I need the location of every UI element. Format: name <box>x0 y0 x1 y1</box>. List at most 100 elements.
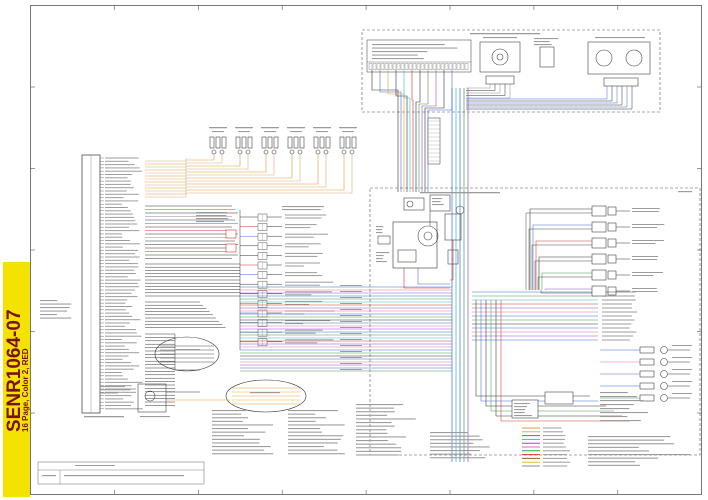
lamp <box>660 358 668 366</box>
label-text-mark <box>212 417 249 419</box>
label-text-mark <box>288 417 327 419</box>
label-text-mark <box>588 446 639 448</box>
wire <box>466 86 613 102</box>
engine-sensor <box>540 285 658 297</box>
label-text-mark <box>209 127 227 129</box>
indicator-lamp <box>600 345 692 354</box>
label-text-mark <box>105 362 132 364</box>
label-text-mark <box>105 401 134 403</box>
wire <box>534 260 592 290</box>
label-text-mark <box>340 351 362 352</box>
gauge-pair-device <box>587 41 651 75</box>
label-text-mark <box>678 191 692 193</box>
connector-pin <box>444 63 449 70</box>
label-text-mark <box>376 255 384 257</box>
label-text-mark <box>105 200 139 202</box>
wire <box>411 70 414 192</box>
label-text-mark <box>105 256 140 258</box>
drawing-notes <box>212 404 691 466</box>
label-text-mark <box>40 310 68 312</box>
wire <box>186 154 267 173</box>
connector-pin <box>452 63 457 70</box>
solenoid-pin <box>299 136 305 149</box>
label-text-mark <box>105 312 130 314</box>
label-text-mark <box>285 320 331 322</box>
wire <box>535 240 592 290</box>
label-text-mark <box>543 442 564 444</box>
label-text-mark <box>64 475 184 477</box>
label-text-mark <box>588 439 665 441</box>
label-text-mark <box>105 368 134 370</box>
pressure-sensor <box>392 221 438 269</box>
label-text-mark <box>340 345 362 346</box>
sensor-port <box>455 205 465 215</box>
label-text-mark <box>105 263 138 265</box>
label-text-mark <box>212 131 224 133</box>
label-text-mark <box>176 349 200 351</box>
label-text-mark <box>288 446 324 448</box>
callout-ellipse <box>225 379 307 413</box>
label-text-mark <box>534 38 559 40</box>
sensor-port <box>406 200 414 208</box>
label-text-mark <box>105 286 139 288</box>
label-text-mark <box>514 415 533 417</box>
label-text-mark <box>105 345 125 347</box>
label-text-mark <box>372 44 445 46</box>
wire <box>379 70 402 192</box>
label-text-mark <box>285 323 304 325</box>
solenoid-pin <box>209 136 215 149</box>
label-text-mark <box>285 233 329 235</box>
label-text-mark <box>376 261 387 263</box>
label-text-mark <box>340 285 362 286</box>
callout-ellipse <box>154 336 220 372</box>
wire <box>490 300 614 412</box>
connector-pin <box>372 63 377 70</box>
wire <box>415 70 421 192</box>
connector-pin <box>368 63 373 70</box>
wire <box>541 272 592 290</box>
label-text-mark <box>105 335 142 337</box>
label-text-mark <box>196 221 224 223</box>
label-text-mark <box>376 226 384 228</box>
label-text-mark <box>600 416 628 418</box>
label-text-mark <box>600 420 641 422</box>
label-text-mark <box>288 453 345 455</box>
lamp <box>660 346 668 354</box>
label-text-mark <box>588 454 691 456</box>
label-text-mark <box>282 209 321 211</box>
wire <box>538 256 592 290</box>
label-text-mark <box>105 279 141 281</box>
engine-sensor <box>528 221 665 290</box>
label-text-mark <box>632 240 665 241</box>
label-text-mark <box>602 295 635 297</box>
label-text-mark <box>430 457 486 459</box>
label-text-mark <box>356 404 404 406</box>
connector-pin <box>432 63 437 70</box>
wire <box>418 70 429 192</box>
label-text-mark <box>140 416 170 418</box>
injector-solenoid <box>186 127 305 182</box>
label-text-mark <box>105 332 137 334</box>
wire <box>540 290 592 294</box>
label-text-mark <box>105 253 136 255</box>
label-text-mark <box>288 410 338 412</box>
label-text-mark <box>288 442 338 444</box>
label-text-mark <box>105 164 135 166</box>
label-text-mark <box>105 405 132 406</box>
label-text-mark <box>600 396 637 398</box>
label-text-mark <box>105 183 131 185</box>
wire <box>186 154 319 185</box>
sensor-body <box>403 197 425 211</box>
document-sidebar: SENR1064-07 16 Page, Color 2, RED <box>3 262 30 497</box>
label-text-mark <box>376 229 382 231</box>
indicator-lamp <box>600 381 692 390</box>
label-text-mark <box>602 331 637 333</box>
label-text-mark <box>376 258 383 260</box>
label-text-mark <box>672 381 692 382</box>
module-wiring <box>371 70 633 462</box>
label-text-mark <box>105 273 136 274</box>
label-text-mark <box>105 240 130 241</box>
label-text-mark <box>588 464 640 466</box>
label-text-mark <box>602 323 632 325</box>
connector-pin <box>380 63 385 70</box>
